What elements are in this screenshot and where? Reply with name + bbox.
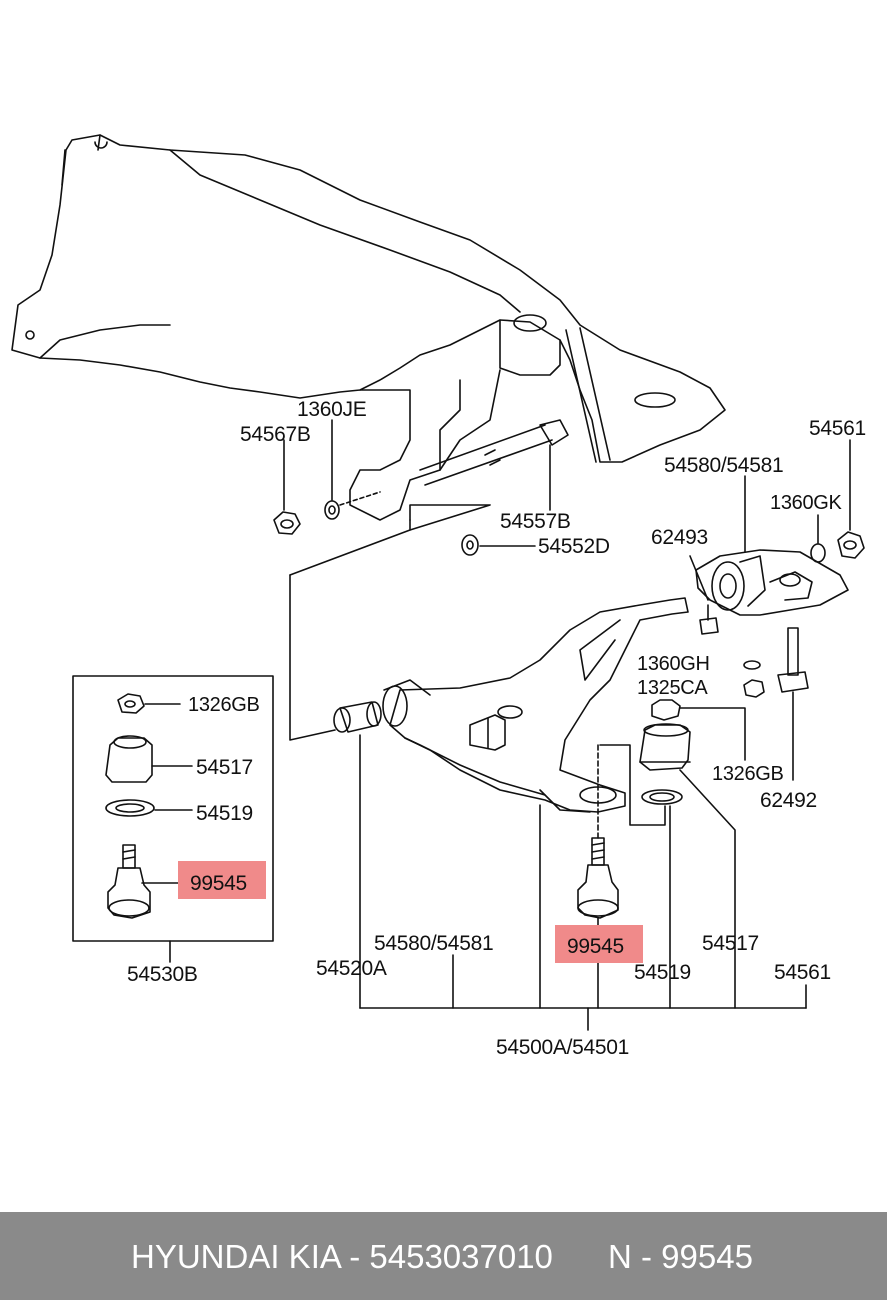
bolt-54557b <box>419 419 569 511</box>
label-1325ca: 1325CA <box>637 677 708 699</box>
label-62493: 62493 <box>651 526 708 549</box>
crossmember <box>11 134 726 521</box>
highlight-box-center <box>555 925 643 963</box>
highlight-box-kit <box>178 861 266 899</box>
label-54530b: 54530B <box>127 963 198 986</box>
label-1360je: 1360JE <box>297 398 367 421</box>
label-54557b: 54557B <box>500 510 571 533</box>
label-99545-kit: 99545 <box>190 872 247 895</box>
label-54517-right: 54517 <box>702 932 759 955</box>
kit-inset-box <box>72 675 274 963</box>
guide-lines <box>289 504 491 741</box>
footer-brand-part: HYUNDAI KIA - 5453037010 <box>131 1238 553 1275</box>
label-1326gb-right: 1326GB <box>712 763 784 785</box>
label-1360gh: 1360GH <box>637 653 710 675</box>
label-54517-kit: 54517 <box>196 756 253 779</box>
right-balljoint-parts <box>599 699 746 1009</box>
center-balljoint <box>577 744 619 937</box>
label-1326gb-kit: 1326GB <box>188 694 260 716</box>
label-54520a: 54520A <box>316 957 387 980</box>
part-number-footer: HYUNDAI KIA - 5453037010 N - 99545 <box>0 1212 887 1300</box>
label-54580-54581-bottom: 54580/54581 <box>374 932 494 955</box>
rear-bracket-assembly <box>689 439 865 781</box>
nut-54567b <box>273 419 381 535</box>
label-54580-54581-top: 54580/54581 <box>664 454 784 477</box>
bottom-bracket <box>359 954 807 1031</box>
label-54500a-54501: 54500A/54501 <box>496 1036 630 1059</box>
label-54561-top: 54561 <box>809 417 866 440</box>
label-54552d: 54552D <box>538 535 610 558</box>
suspension-diagram <box>11 134 865 1031</box>
label-54519-kit: 54519 <box>196 802 253 825</box>
lower-control-arm <box>333 597 689 1009</box>
label-54519-right: 54519 <box>634 961 691 984</box>
label-54567b: 54567B <box>240 423 311 446</box>
label-1360gk: 1360GK <box>770 492 842 514</box>
label-62492: 62492 <box>760 789 817 812</box>
footer-ref-number: N - 99545 <box>608 1238 753 1275</box>
label-99545-center: 99545 <box>567 935 624 958</box>
washer-54552d <box>461 534 536 556</box>
label-54561-bottom: 54561 <box>774 961 831 984</box>
